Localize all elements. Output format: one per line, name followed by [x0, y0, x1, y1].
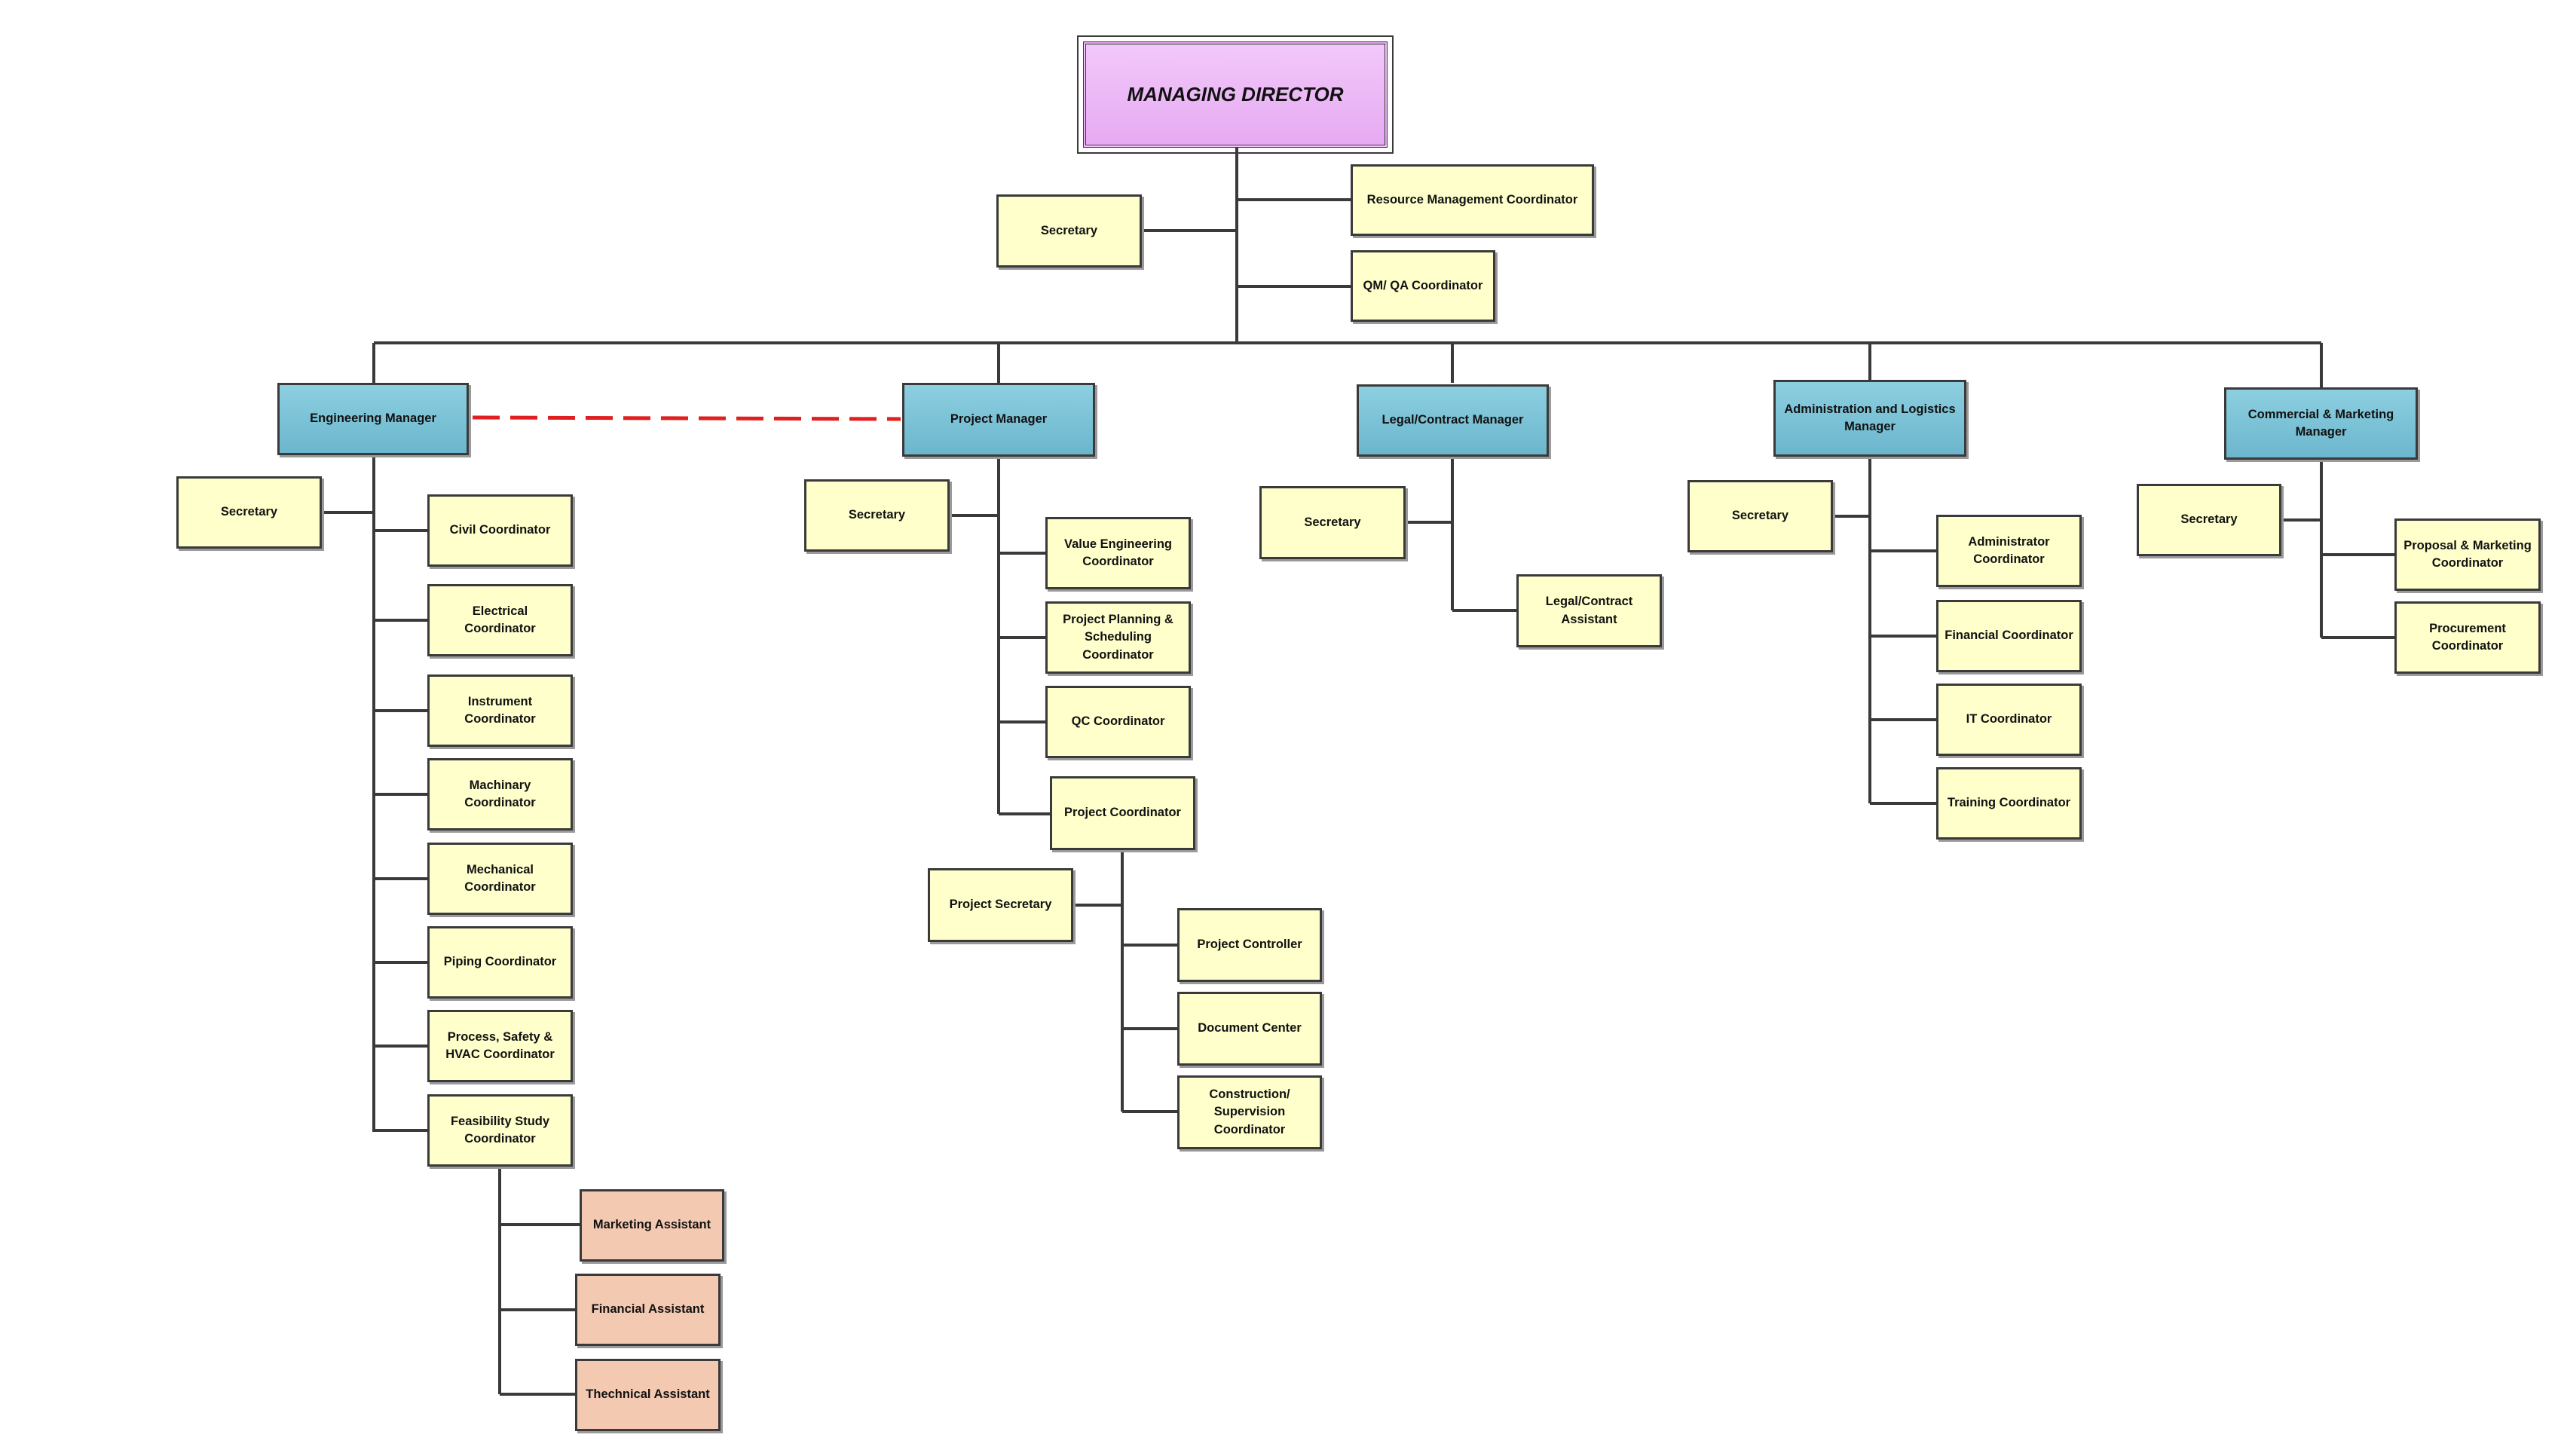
- engineering-manager-box: Engineering Manager: [277, 383, 469, 455]
- process-safety-hvac-coordinator-box: Process, Safety & HVAC Coordinator: [427, 1010, 573, 1082]
- feasibility-study-coordinator-box: Feasibility Study Coordinator: [427, 1094, 573, 1167]
- engineering-secretary-box: Secretary: [176, 476, 322, 549]
- civil-coordinator-box: Civil Coordinator: [427, 494, 573, 567]
- administration-secretary-box: Secretary: [1687, 480, 1833, 552]
- value-engineering-coordinator-box: Value Engineering Coordinator: [1045, 517, 1191, 589]
- piping-coordinator-box: Piping Coordinator: [427, 926, 573, 999]
- commercial-marketing-manager-box: Commercial & Marketing Manager: [2224, 387, 2418, 460]
- project-secretary-sub-box: Project Secretary: [928, 868, 1073, 942]
- dotted-reporting-line: [472, 415, 901, 421]
- administrator-coordinator-box: Administrator Coordinator: [1936, 515, 2082, 587]
- project-planning-scheduling-coordinator-box: Project Planning & Scheduling Coordinato…: [1045, 601, 1191, 674]
- training-coordinator-box: Training Coordinator: [1936, 767, 2082, 840]
- project-manager-box: Project Manager: [902, 383, 1095, 457]
- proposal-marketing-coordinator-box: Proposal & Marketing Coordinator: [2394, 518, 2541, 591]
- document-center-box: Document Center: [1177, 992, 1322, 1066]
- legal-secretary-box: Secretary: [1259, 486, 1406, 559]
- managing-director-box: MANAGING DIRECTOR: [1077, 35, 1394, 154]
- financial-assistant-box: Financial Assistant: [575, 1274, 721, 1346]
- commercial-secretary-box: Secretary: [2137, 484, 2281, 556]
- legal-contract-assistant-box: Legal/Contract Assistant: [1516, 574, 1662, 647]
- administration-logistics-manager-box: Administration and Logistics Manager: [1773, 380, 1966, 457]
- legal-contract-manager-box: Legal/Contract Manager: [1357, 384, 1549, 457]
- qc-coordinator-box: QC Coordinator: [1045, 686, 1191, 758]
- resource-management-coordinator-box: Resource Management Coordinator: [1351, 164, 1594, 236]
- technical-assistant-box: Thechnical Assistant: [575, 1359, 721, 1431]
- construction-supervision-coordinator-box: Construction/ Supervision Coordinator: [1177, 1075, 1322, 1149]
- financial-coordinator-box: Financial Coordinator: [1936, 600, 2082, 672]
- project-coordinator-box: Project Coordinator: [1050, 776, 1195, 850]
- procurement-coordinator-box: Procurement Coordinator: [2394, 601, 2541, 674]
- electrical-coordinator-box: Electrical Coordinator: [427, 584, 573, 656]
- project-secretary-box: Secretary: [804, 479, 950, 552]
- qm-qa-coordinator-box: QM/ QA Coordinator: [1351, 250, 1495, 322]
- machinary-coordinator-box: Machinary Coordinator: [427, 758, 573, 830]
- director-secretary-box: Secretary: [996, 194, 1142, 268]
- marketing-assistant-box: Marketing Assistant: [580, 1189, 724, 1262]
- it-coordinator-box: IT Coordinator: [1936, 684, 2082, 756]
- instrument-coordinator-box: Instrument Coordinator: [427, 674, 573, 747]
- project-controller-box: Project Controller: [1177, 908, 1322, 982]
- mechanical-coordinator-box: Mechanical Coordinator: [427, 843, 573, 915]
